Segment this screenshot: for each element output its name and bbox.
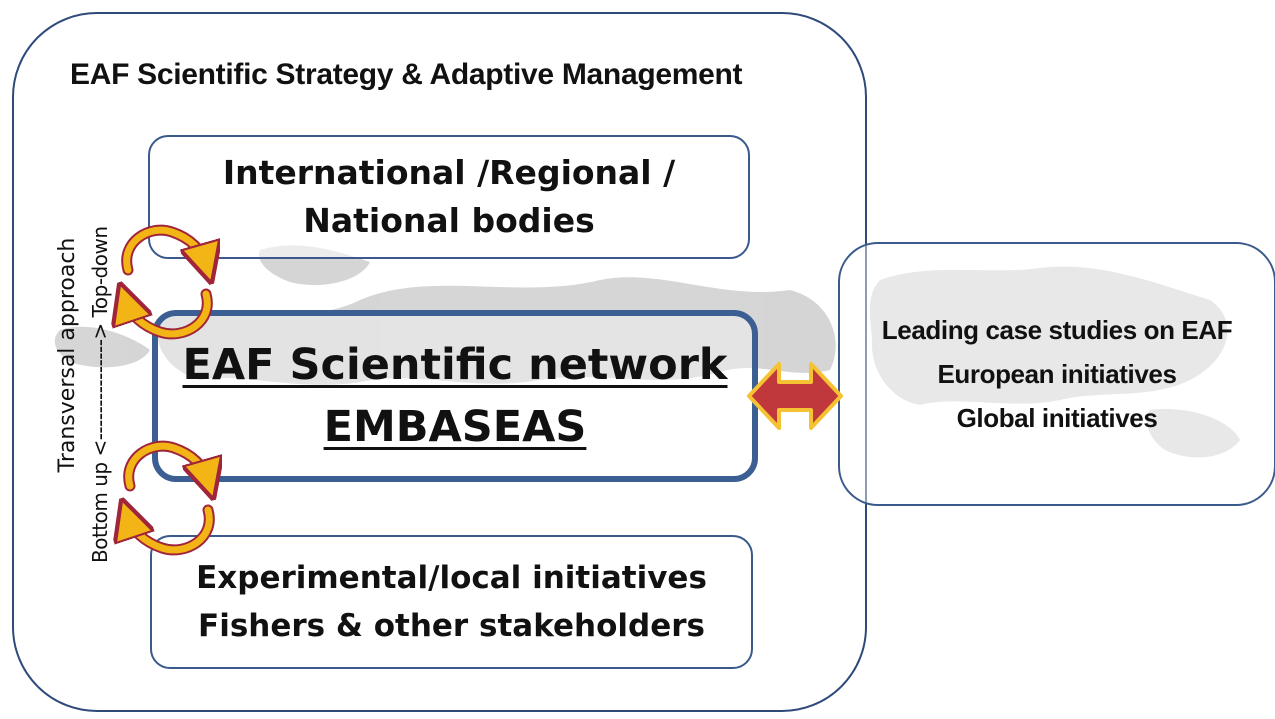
box-line: EAF Scientific network [182,340,728,390]
box-line: European initiatives [937,359,1177,389]
external-initiatives-box: Leading case studies on EAF European ini… [838,242,1275,506]
box-line: Fishers & other stakeholders [198,608,705,644]
top-cycle-arrows-icon [110,224,220,340]
box-line: Global initiatives [956,403,1158,433]
international-regional-national-box: International /Regional / National bodie… [148,135,750,259]
box-line: National bodies [303,201,595,240]
map-landmass [869,266,1228,405]
box-line: Leading case studies on EAF [881,315,1233,345]
box-line: EMBASEAS [323,402,587,452]
transversal-approach-label: Transversal approach [55,237,80,473]
outer-title: EAF Scientific Strategy & Adaptive Manag… [70,58,743,91]
double-arrow-icon [747,362,843,430]
map-landmass [54,326,150,368]
outer-strategy-frame [12,12,867,712]
bottom-cycle-arrows-icon [112,440,222,556]
local-initiatives-box: Experimental/local initiatives Fishers &… [150,535,753,669]
map-landmass [157,277,836,385]
map-landmass [1146,409,1240,458]
eaf-scientific-network-box: EAF Scientific network EMBASEAS [152,310,758,482]
box-line: Experimental/local initiatives [196,560,707,596]
box-line: International /Regional / [222,153,676,192]
